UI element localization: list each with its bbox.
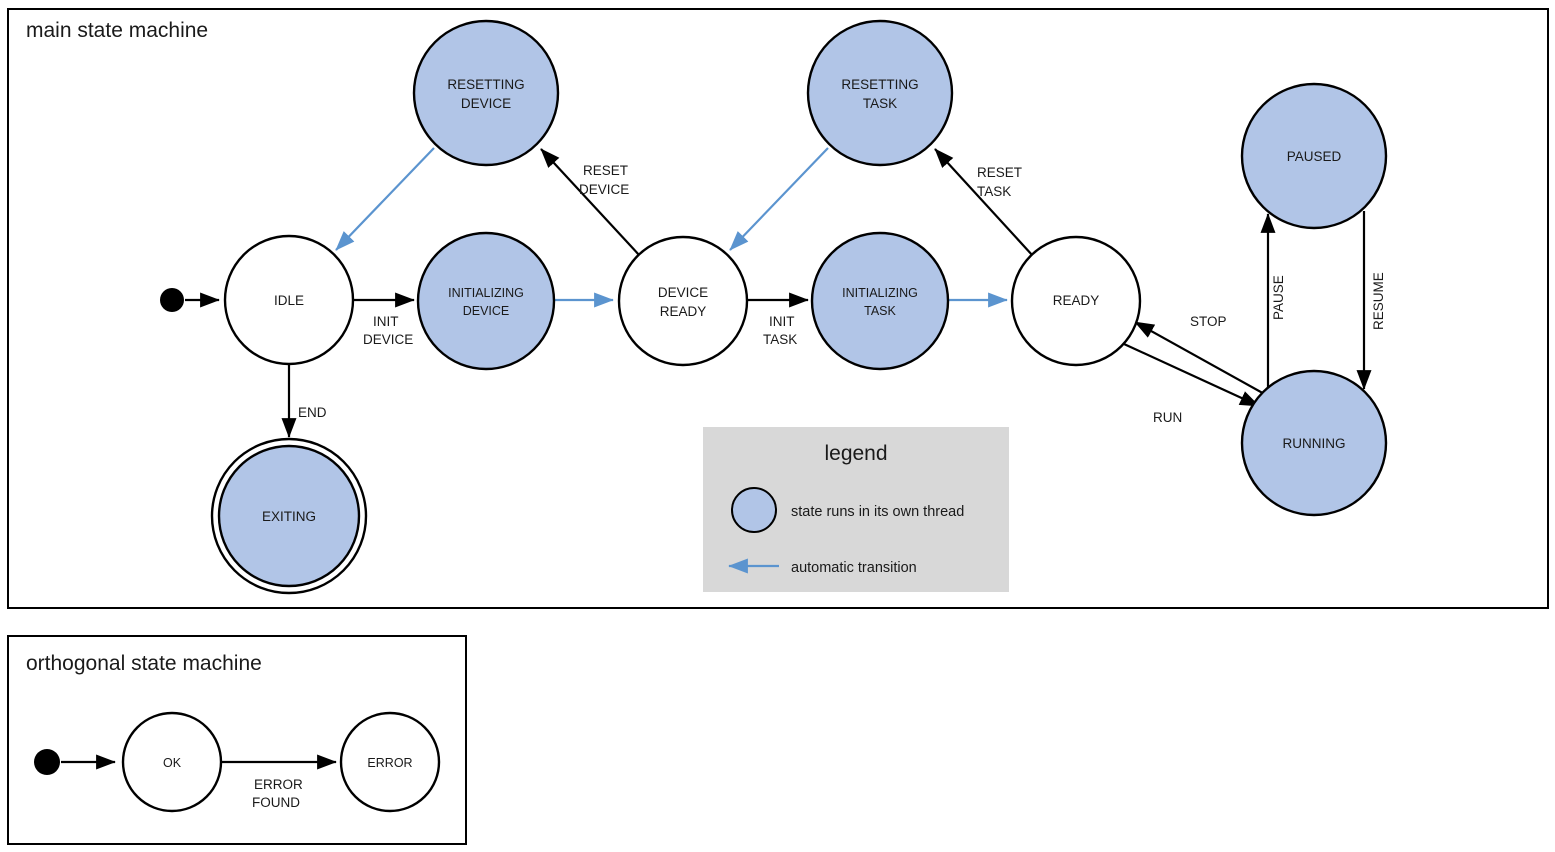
state-resetting-device[interactable]: RESETTING DEVICE [412,19,560,167]
transition-running-ready: STOP [1134,314,1269,397]
state-shape[interactable] [810,231,950,371]
state-label-line1: RESETTING [841,77,918,92]
state-label-line2: DEVICE [461,96,511,111]
state-initializing-device[interactable]: INITIALIZING DEVICE [416,231,556,371]
state-label-line1: PAUSED [1287,149,1342,164]
state-label-line2: TASK [863,96,897,111]
state-label-line1: ERROR [367,756,412,770]
state-error[interactable]: ERROR [339,711,441,813]
state-shape[interactable] [217,444,361,588]
legend-title: legend [824,442,887,465]
state-initializing-task[interactable]: INITIALIZING TASK [810,231,950,371]
transition-ok-error: ERROR FOUND [222,754,337,810]
state-label-line1: INITIALIZING [842,286,918,300]
transition-paused-running: RESUME [1356,211,1386,390]
transition-label-line1: STOP [1190,314,1227,329]
transition-label-line2: TASK [763,332,797,347]
legend-threaded-circle-icon [731,487,777,533]
transition-resetting-device-idle [335,147,435,251]
transition-ready-resetting-task: RESET TASK [934,148,1034,257]
state-shape[interactable] [416,231,556,371]
state-idle[interactable]: IDLE [223,234,355,366]
transition-running-paused: PAUSE [1260,213,1286,394]
state-label-line1: READY [1053,293,1100,308]
state-label-line2: DEVICE [463,304,510,318]
state-label-line2: READY [660,304,707,319]
transition-label-line2: DEVICE [579,182,629,197]
state-shape[interactable] [223,234,355,366]
state-paused[interactable]: PAUSED [1240,82,1388,230]
state-shape[interactable] [339,711,441,813]
state-shape[interactable] [1240,369,1388,517]
transition-label-line1: RESUME [1371,272,1386,330]
state-resetting-task[interactable]: RESETTING TASK [806,19,954,167]
transition-device-ready-resetting-device: RESET DEVICE [540,148,641,257]
transition-label-line1: INIT [769,314,795,329]
transition-label-line2: FOUND [252,795,300,810]
legend-item-label: state runs in its own thread [791,504,964,520]
state-shape[interactable] [806,19,954,167]
transition-start-idle [160,288,220,312]
transition-arrow [934,148,1034,257]
transition-label-line1: INIT [373,314,399,329]
state-shape[interactable] [1010,235,1142,367]
state-shape[interactable] [121,711,223,813]
legend: legend state runs in its own thread auto… [703,427,1009,592]
state-label-line2: TASK [864,304,896,318]
transition-label-line1: ERROR [254,777,303,792]
transition-arrow [1134,321,1269,397]
transition-resetting-task-device-ready [729,147,829,251]
state-shape[interactable] [412,19,560,167]
transition-label-line2: DEVICE [363,332,413,347]
transition-arrow [540,148,641,257]
initial-pseudostate-main [160,288,184,312]
state-label-line1: OK [163,756,182,770]
state-running[interactable]: RUNNING [1240,369,1388,517]
main-frame-title: main state machine [26,19,208,42]
state-device-ready[interactable]: DEVICE READY [617,235,749,367]
transition-ready-running: RUN [1123,343,1260,425]
orthogonal-frame-title: orthogonal state machine [26,652,262,675]
transition-device-ready-initializing-task: INIT TASK [747,292,809,347]
state-label-line1: INITIALIZING [448,286,524,300]
final-state-outer-ring [210,437,368,595]
transition-arrow-auto [335,147,435,251]
state-label-line1: RUNNING [1283,436,1346,451]
transition-arrow [1123,343,1260,407]
state-ready[interactable]: READY [1010,235,1142,367]
transition-label-line2: TASK [977,184,1011,199]
transition-idle-initializing-device: INIT DEVICE [353,292,415,347]
transition-arrow-auto [729,147,829,251]
state-label-line1: EXITING [262,509,316,524]
state-label-line1: RESETTING [447,77,524,92]
transition-label-line1: RESET [977,165,1022,180]
transition-label-line1: RESET [583,163,628,178]
transition-label-line1: END [298,405,327,420]
state-label-line1: IDLE [274,293,304,308]
transition-label-line1: PAUSE [1271,275,1286,320]
transition-idle-exiting: END [281,364,327,438]
state-exiting[interactable]: EXITING [210,437,368,595]
state-ok[interactable]: OK [121,711,223,813]
transition-label-line1: RUN [1153,410,1182,425]
state-label-line1: DEVICE [658,285,708,300]
state-shape[interactable] [617,235,749,367]
transition-start-ok [34,749,116,775]
initial-pseudostate-orthogonal [34,749,60,775]
legend-item-label: automatic transition [791,560,917,576]
state-shape[interactable] [1240,82,1388,230]
